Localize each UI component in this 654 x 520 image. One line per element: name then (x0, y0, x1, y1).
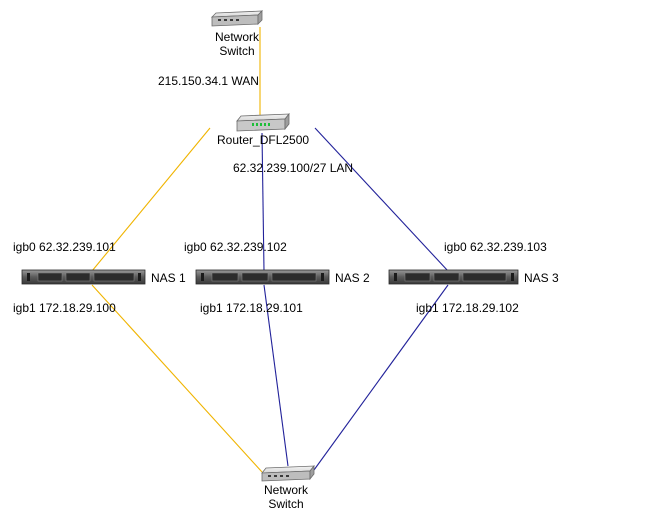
nas-1[interactable]: igb0 62.32.239.101 NAS 1 igb1 172.18.29.… (13, 240, 186, 315)
links (91, 27, 449, 473)
rack-server-icon (388, 269, 519, 285)
router[interactable]: Router_DFL2500 (217, 112, 309, 147)
top-switch-label-line2: Switch (219, 44, 254, 58)
nas2-igb1-label: igb1 172.18.29.101 (200, 301, 303, 315)
nas-3[interactable]: igb0 62.32.239.103 NAS 3 igb1 172.18.29.… (388, 240, 559, 315)
nas-2[interactable]: igb0 62.32.239.102 NAS 2 igb1 172.18.29.… (184, 240, 370, 315)
nas1-igb0-label: igb0 62.32.239.101 (13, 240, 116, 254)
nas3-label: NAS 3 (524, 271, 559, 285)
bottom-network-switch[interactable]: Network Switch (261, 464, 315, 511)
router-icon (236, 112, 290, 132)
rack-server-icon (195, 269, 330, 285)
rack-server-icon (21, 269, 146, 285)
top-network-switch[interactable]: Network Switch (210, 10, 264, 58)
nas2-igb0-label: igb0 62.32.239.102 (184, 240, 287, 254)
nas3-igb0-label: igb0 62.32.239.103 (444, 240, 547, 254)
lan-link-router-to-nas2 (261, 132, 265, 272)
lan-link-label: 62.32.239.100/27 LAN (233, 161, 353, 175)
network-switch-icon (210, 10, 264, 27)
network-switch-icon (261, 464, 315, 482)
lan-link-nas2-to-switch (263, 284, 289, 467)
lan-link-router-to-nas3 (314, 127, 449, 272)
nas3-igb1-label: igb1 172.18.29.102 (416, 301, 519, 315)
lan-link-nas3-to-switch (313, 284, 449, 471)
top-switch-label-line1: Network (215, 30, 260, 44)
nas2-label: NAS 2 (335, 271, 370, 285)
wan-link-router-to-nas1 (91, 127, 211, 272)
wan-link-nas1-to-switch (91, 284, 263, 473)
router-label: Router_DFL2500 (217, 133, 309, 147)
wan-link-label: 215.150.34.1 WAN (158, 74, 259, 88)
nas1-label: NAS 1 (151, 271, 186, 285)
bottom-switch-label-line1: Network (264, 483, 309, 497)
bottom-switch-label-line2: Switch (268, 497, 303, 511)
nas1-igb1-label: igb1 172.18.29.100 (13, 301, 116, 315)
